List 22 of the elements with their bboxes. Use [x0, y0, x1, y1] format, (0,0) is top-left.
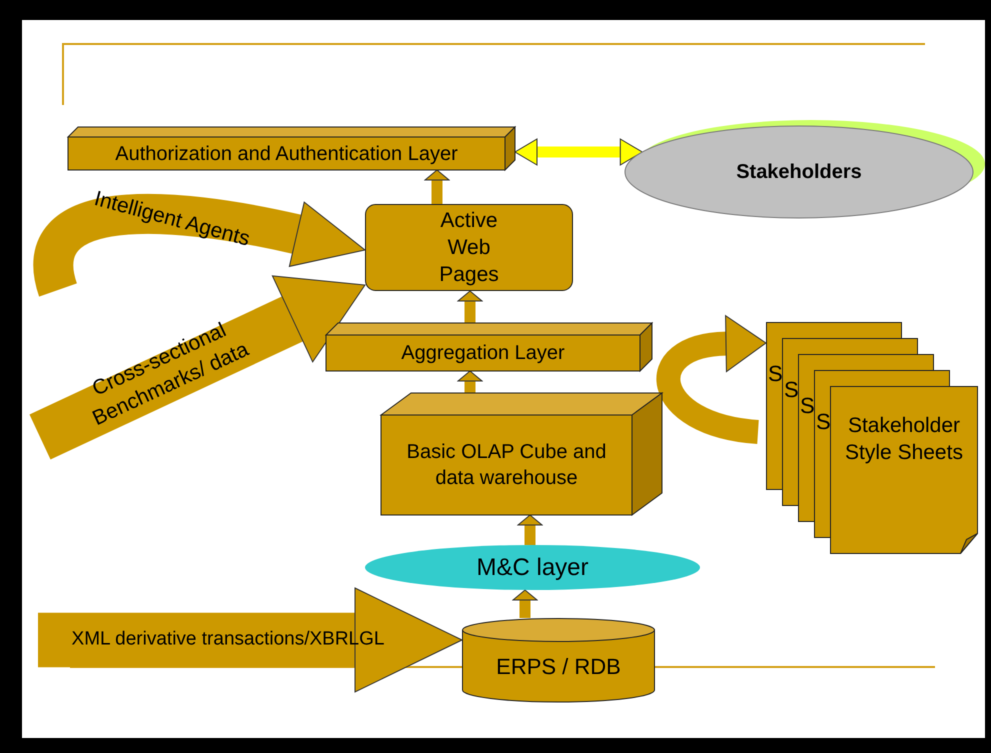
- block-arrow: [424, 170, 450, 204]
- double-arrow: [514, 138, 643, 166]
- shape-label: ERPS / RDB: [496, 652, 621, 681]
- block-arrow: [458, 370, 482, 393]
- block-arrow: [458, 290, 482, 323]
- block-arrow: [38, 588, 462, 692]
- shape-label: Stakeholders: [736, 160, 862, 185]
- block-arrow: [512, 589, 538, 618]
- shape-label: M&C layer: [476, 552, 589, 583]
- block-arrow: [518, 514, 542, 545]
- shape-label: Active Web Pages: [438, 208, 500, 288]
- curved-block-arrow: [33, 194, 366, 294]
- curved-arrow: [656, 315, 766, 444]
- sheet-label: S: [800, 392, 815, 420]
- block-arrow: [29, 275, 366, 460]
- sheet-label: Stakeholder Style Sheets: [844, 413, 964, 466]
- shape-label: Basic OLAP Cube and data warehouse: [406, 440, 608, 491]
- shape-label: Aggregation Layer: [401, 341, 565, 366]
- sheet-label: S: [768, 360, 783, 388]
- sheet-label: S: [816, 408, 831, 436]
- shape-label: Authorization and Authentication Layer: [115, 142, 458, 166]
- sheet-label: S: [784, 376, 799, 404]
